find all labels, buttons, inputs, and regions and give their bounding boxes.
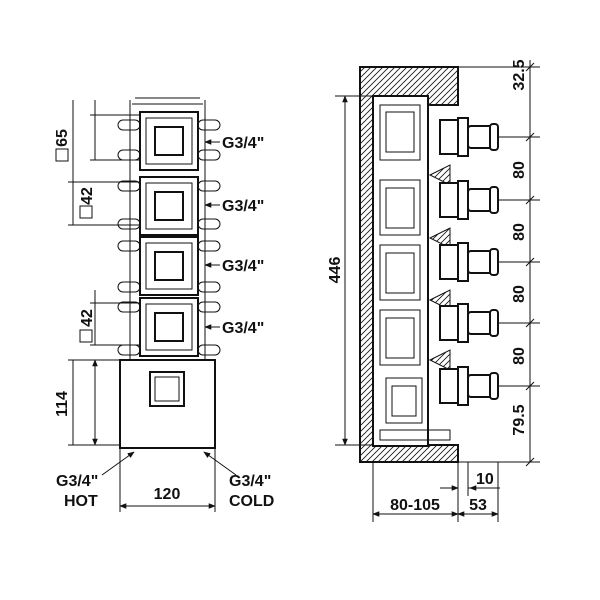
- cold-label: COLD: [229, 493, 274, 510]
- connector-5: [439, 366, 499, 406]
- outlet-label-3: G3/4": [222, 258, 264, 275]
- side-right-dimensions: [458, 60, 540, 467]
- side-view: 446 32.5 80 80 80 80 79.5 80-105 53 10: [327, 59, 540, 522]
- connector-3: [439, 242, 499, 282]
- connector-2: [439, 180, 499, 220]
- hot-thread-label: G3/4": [56, 473, 98, 490]
- dim-42-upper: 42: [79, 187, 96, 205]
- outlet-label-1: G3/4": [222, 135, 264, 152]
- dim-32-5: 32.5: [511, 59, 528, 90]
- front-bottom-dimension: [101, 448, 237, 512]
- cold-thread-label: G3/4": [229, 473, 271, 490]
- connector-4: [439, 303, 499, 343]
- dim-53: 53: [469, 497, 487, 514]
- dim-80-105: 80-105: [390, 497, 440, 514]
- dim-80-a: 80: [511, 161, 528, 179]
- outlet-label-2: G3/4": [222, 198, 264, 215]
- square-symbol-icon: [79, 329, 93, 343]
- hot-label: HOT: [64, 493, 98, 510]
- thermostat-plate: [119, 359, 216, 449]
- valve-module-4: [117, 297, 221, 357]
- square-symbol-icon: [79, 205, 93, 219]
- front-view: 65 42 42 114 120 G3/4" G3/4" G3/4" G3/4"…: [54, 97, 274, 512]
- dim-446: 446: [327, 257, 344, 284]
- internal-blocks: [379, 104, 451, 441]
- connector-1: [439, 117, 499, 157]
- front-left-dimensions: [68, 100, 140, 446]
- dim-80-c: 80: [511, 285, 528, 303]
- valve-module-2: [117, 176, 221, 236]
- side-bottom-dimensions: [372, 462, 500, 522]
- outlet-leaders: [204, 139, 220, 330]
- dim-42-lower: 42: [79, 309, 96, 327]
- dim-79-5: 79.5: [511, 404, 528, 435]
- dim-114: 114: [54, 391, 71, 417]
- square-symbol-icon: [55, 148, 69, 162]
- dim-80-b: 80: [511, 223, 528, 241]
- outlet-label-4: G3/4": [222, 320, 264, 337]
- valve-module-1: [117, 111, 221, 171]
- dim-10: 10: [476, 471, 494, 488]
- dim-120: 120: [154, 486, 181, 503]
- dim-65: 65: [54, 129, 71, 147]
- valve-module-3: [117, 236, 221, 296]
- side-height-dimension: [335, 95, 373, 446]
- dim-80-d: 80: [511, 347, 528, 365]
